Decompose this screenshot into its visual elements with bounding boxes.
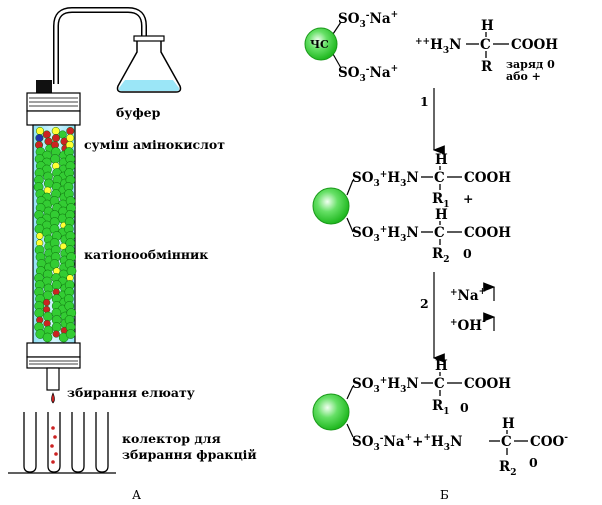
resin-bead <box>35 126 45 136</box>
collector-label-line1: колектор для <box>122 431 221 446</box>
resin-bead <box>35 133 44 143</box>
cooh-1: COOH <box>511 37 558 53</box>
charge-zero-4: 0 <box>460 400 469 415</box>
cooh-2: COOH <box>464 170 511 186</box>
resin-bead <box>66 133 75 143</box>
h-2: H <box>435 152 448 168</box>
eluate-collection-label: збирання елюату <box>67 385 195 400</box>
resin-bead <box>42 298 51 307</box>
bound-aa-r2-formula: SO3+H3N <box>352 225 419 244</box>
alpha-carbon-1: C <box>480 37 491 53</box>
resin-bead <box>51 280 62 290</box>
panel-b: ЧС SO3-Na+ SO3-Na+ ++H3N C COOH H R заря… <box>304 10 568 502</box>
so3-na-released: SO3-Na+++H3N <box>352 433 462 453</box>
bead-row-3 <box>312 385 354 438</box>
charge-label-1: заряд 0 <box>506 58 555 71</box>
oh-minus-reagent: +OH- <box>450 317 486 334</box>
plus-sign-2: + <box>463 191 473 206</box>
resin-bead <box>51 322 62 332</box>
r2-group-3: R2 <box>432 246 450 265</box>
column-top-cap <box>26 80 81 126</box>
alpha-carbon-2: C <box>434 170 445 186</box>
r1-group-2: R1 <box>432 191 450 210</box>
coo-minus-5: COO- <box>530 433 568 450</box>
amino-mix-label: суміш амінокислот <box>84 137 225 152</box>
collector-label-line2: збирання фракцій <box>122 447 257 462</box>
resin-bead <box>51 133 61 143</box>
resin-bead <box>42 332 53 343</box>
resin-bead <box>49 259 60 269</box>
resin-beads <box>33 126 77 343</box>
bead-label: ЧС <box>310 38 329 51</box>
bound-aa-r1-final: SO3+H3N <box>352 376 419 395</box>
panel-a: буфер <box>8 7 257 502</box>
so3na-bottom-1: SO3-Na+ <box>338 64 398 84</box>
resin-bead <box>65 329 76 339</box>
r1-group-4: R1 <box>432 398 450 417</box>
step-1-label: 1 <box>420 94 429 109</box>
resin-bead <box>43 311 53 322</box>
fraction-collector <box>8 412 116 474</box>
resin-bead <box>66 126 75 136</box>
charge-zero-3: 0 <box>463 246 472 261</box>
resin-bead <box>66 266 77 276</box>
charge-zero-5: 0 <box>529 455 538 470</box>
alpha-carbon-3: C <box>434 225 445 241</box>
na-plus-reagent: +Na+ <box>450 287 486 304</box>
r-1: R <box>481 59 493 75</box>
resin-bead <box>52 330 60 338</box>
alpha-carbon-5: C <box>501 434 512 450</box>
panel-a-label: А <box>132 488 141 502</box>
eluate-drop <box>51 392 55 404</box>
h-3: H <box>435 207 448 223</box>
cation-exchanger-label: катіонообмінник <box>84 247 208 262</box>
resin-bead <box>36 232 44 240</box>
bound-aa-r1-formula: SO3+H3N <box>352 170 419 189</box>
amino-acid-1: ++H3N C COOH H R заряд 0 або + <box>415 18 558 83</box>
buffer-flask <box>116 35 182 93</box>
cooh-4: COOH <box>464 376 511 392</box>
step-2-label: 2 <box>420 296 429 311</box>
amino-acid-1-formula: ++H3N <box>415 37 461 56</box>
charge-label-2: або + <box>506 70 541 83</box>
panel-b-label: Б <box>440 488 449 502</box>
resin-bead <box>34 308 45 318</box>
resin-bead <box>58 130 67 139</box>
so3na-top-1: SO3-Na+ <box>338 10 398 30</box>
resin-bead <box>42 130 51 139</box>
r2-group-5: R2 <box>499 459 517 478</box>
bead-row-1: ЧС <box>304 21 342 69</box>
alpha-carbon-4: C <box>434 376 445 392</box>
h-4: H <box>435 358 448 374</box>
cooh-3: COOH <box>464 225 511 241</box>
column-bottom-cap <box>26 342 81 391</box>
buffer-label: буфер <box>116 105 161 120</box>
bead-row-2 <box>312 179 354 233</box>
resin-bead <box>51 126 60 136</box>
h-1: H <box>481 18 494 34</box>
h-5: H <box>502 416 515 432</box>
